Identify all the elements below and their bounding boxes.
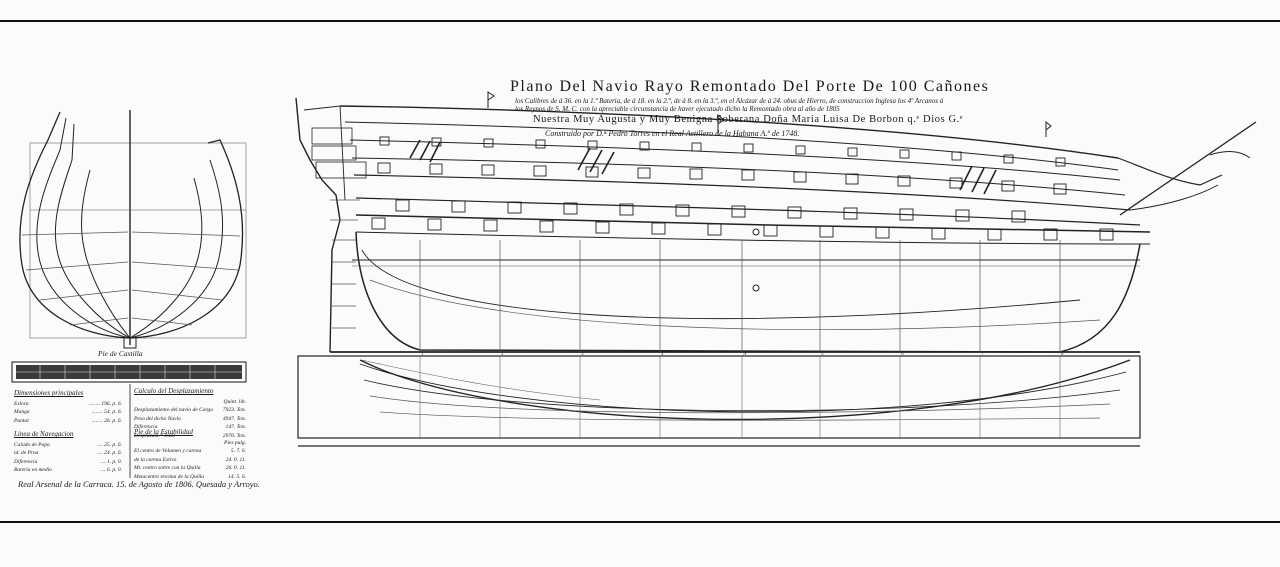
navigation-table: Linea de Navegacion Calado de Popa.... 2…: [14, 430, 122, 475]
stability-heading: Pie de la Estabilidad: [134, 428, 193, 436]
frame-label: 6: [901, 352, 904, 357]
navigation-heading: Linea de Navegacion: [14, 430, 74, 438]
drawing-subtitle: Nuestra Muy Augusta y Muy Benigna Sobera…: [533, 114, 964, 125]
frame-label: A: [743, 352, 747, 357]
frame-label: 1: [421, 352, 424, 357]
top-border-line: [0, 20, 1280, 22]
sheer-plan: [295, 91, 1257, 353]
dimensions-heading: Dimensiones principales: [14, 389, 84, 397]
table-row: Eslora........ 196. p. 6.: [14, 400, 122, 407]
scale-bar: [11, 361, 247, 383]
section-caption: Pie de Castilla: [98, 349, 143, 358]
frame-label: 3: [581, 352, 584, 357]
drawing-title: Plano Del Navio Rayo Remontado Del Porte…: [510, 78, 990, 95]
table-row: Bateria en medio.... 6. p. 0.: [14, 467, 122, 474]
half-breadth-plan: [297, 355, 1141, 447]
table-row: Diferencia.... 1. p. 0.: [14, 458, 122, 465]
column-header: Pies pulg.: [224, 439, 246, 446]
frame-label: 5: [821, 352, 824, 357]
table-row: id. de Proa.... 24. p. 6.: [14, 450, 122, 457]
dedication-line-2: los Reynos de S. M. C. con la apreciable…: [515, 105, 840, 113]
frame-label: 2: [501, 352, 504, 357]
frame-label: 8: [1061, 352, 1064, 357]
frame-label: 7: [981, 352, 984, 357]
table-row: Puntal........ 26. p. 6.: [14, 417, 122, 424]
column-header: Quint. lib.: [223, 398, 246, 405]
displacement-heading: Calculo del Desplazamiento: [134, 387, 214, 395]
dimensions-table: Dimensiones principales Eslora........ 1…: [14, 389, 122, 425]
signature-line: Real Arsenal de la Carraca. 15. de Agost…: [18, 479, 260, 489]
frame-label: 4: [661, 352, 664, 357]
displacement-table: Calculo del Desplazamiento Quint. lib. D…: [134, 387, 246, 441]
table-row: Manga........ 54. p. 6.: [14, 409, 122, 416]
table-row: Calado de Popa.... 25. p. 6.: [14, 441, 122, 448]
builder-credit: Construido por D.ⁿ Pedro Torres en el Re…: [545, 129, 800, 138]
body-plan-section: [19, 110, 247, 349]
stability-table: Pie de la Estabilidad Pies pulg. El cent…: [134, 428, 246, 482]
bottom-border-line: [0, 521, 1280, 523]
dedication-line-1: los Calibres de á 36. en la 1.ª Bateria,…: [515, 97, 944, 105]
frame-station-labels: 1 2 3 4 A 5 6 7 8: [421, 352, 1064, 357]
